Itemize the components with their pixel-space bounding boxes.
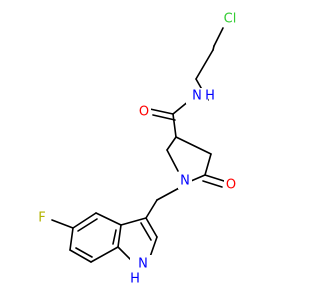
lactam-o-label: O (226, 178, 236, 193)
bond-c3-c2ind-double (140, 222, 152, 241)
bond-c4-c5 (72, 212, 97, 229)
atom-labels: Cl N H O N O F (34, 11, 241, 289)
amide-oxygen-atom: O (137, 104, 151, 120)
molecule-structure: Cl N H O N O F (34, 11, 241, 289)
indole-nh-atom: N H (130, 255, 154, 289)
bond-n1-c2 (166, 149, 179, 172)
indole-h-label: H (130, 272, 140, 287)
bond-c4-c5-double (77, 218, 98, 232)
bond-c3-c2ind (145, 217, 158, 238)
ethyl-linker (145, 186, 182, 219)
bond-lactam-co-1 (204, 174, 225, 182)
fluorine-atom: F (34, 210, 50, 226)
indole-n-label: N (138, 257, 148, 272)
bond-c3-c3a (120, 217, 147, 226)
bond-c7-c7a (90, 246, 119, 263)
bond-c3a-c4 (95, 212, 122, 226)
bond-lactam-co-2 (202, 180, 223, 188)
lactam-oxygen-atom: O (224, 177, 238, 193)
bond-ccarbonyl-c3 (172, 113, 177, 138)
bond-ccl (213, 27, 224, 47)
bond-cb-c3ind (145, 199, 158, 219)
amide-h-label: H (205, 89, 215, 104)
pyrrolidinone-ring (166, 136, 225, 188)
ring-n-label: N (180, 174, 190, 189)
bond-c6-c7-double (75, 247, 93, 258)
chlorine-label: Cl (224, 12, 237, 27)
bond-c3a-c7a (117, 224, 122, 248)
bond-c5-n1 (190, 174, 206, 182)
bond-n1-ca (156, 186, 182, 201)
bond-c3a-c7a-inner (112, 229, 117, 245)
bond-c-chain-1 (195, 49, 214, 80)
indole-system (51, 212, 158, 263)
ring-nitrogen-atom: N (178, 173, 192, 189)
bond-c2-c3 (166, 136, 177, 151)
bond-c5-c6 (69, 227, 74, 251)
bond-c3-c4 (175, 136, 212, 155)
fluorine-label: F (38, 211, 45, 226)
bond-c2-n1ind (149, 236, 158, 258)
amide-nh-atom: N H (186, 88, 215, 104)
bond-co-2 (152, 114, 176, 121)
bond-c6-c7 (69, 249, 92, 263)
bond-c5-f (51, 219, 74, 229)
molecule-canvas: Cl N H O N O F (34, 11, 241, 289)
bond-c4-c5 (204, 153, 212, 176)
amide-o-label: O (139, 105, 149, 120)
chlorine-atom: Cl (219, 11, 241, 27)
bond-co-1 (149, 108, 174, 115)
amide-n-label: N (192, 89, 202, 104)
